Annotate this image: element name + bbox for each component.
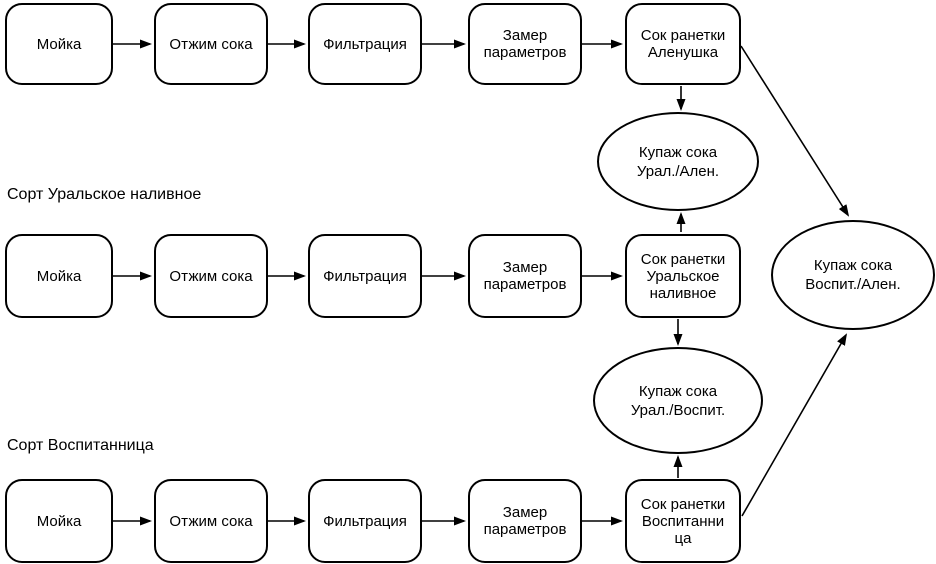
step-box-pressing-row2: Отжим сока [154,234,268,318]
arrow-vospit-to-blend-vospit-alen [741,333,847,517]
step-label: Фильтрация [323,267,407,285]
step-label: Замер параметров [483,259,567,293]
blend-label: Купаж сока Урал./Воспит. [630,382,726,419]
variety-label-vospitannitsa: Сорт Воспитанница [7,437,154,454]
step-box-measurement-row3: Замер параметров [468,479,582,563]
step-label: Сок ранетки Уральское наливное [640,250,726,302]
step-label: Отжим сока [169,35,253,53]
step-label: Фильтрация [323,35,407,53]
step-label: Отжим сока [169,512,253,530]
step-label: Сок ранетки Воспитанни ца [640,495,726,547]
step-label: Сок ранетки Аленушка [640,27,726,61]
step-label: Замер параметров [483,504,567,538]
blend-ellipse-ural-vospit: Купаж сока Урал./Воспит. [593,347,763,454]
blend-label: Купаж сока Урал./Ален. [636,143,720,180]
step-label: Замер параметров [483,27,567,61]
step-label: Отжим сока [169,267,253,285]
variety-label-uralskoe: Сорт Уральское наливное [7,186,202,203]
step-box-measurement-row2: Замер параметров [468,234,582,318]
step-box-washing-row1: Мойка [5,3,113,85]
step-box-pressing-row1: Отжим сока [154,3,268,85]
step-box-washing-row3: Мойка [5,479,113,563]
juice-box-vospitannitsa: Сок ранетки Воспитанни ца [625,479,741,563]
step-box-filtration-row1: Фильтрация [308,3,422,85]
step-box-filtration-row3: Фильтрация [308,479,422,563]
step-label: Мойка [36,267,82,285]
juice-box-alenushka: Сок ранетки Аленушка [625,3,741,85]
blend-ellipse-ural-alen: Купаж сока Урал./Ален. [597,112,759,211]
step-box-pressing-row3: Отжим сока [154,479,268,563]
step-box-measurement-row1: Замер параметров [468,3,582,85]
arrow-alenushka-to-blend-vospit-alen [740,45,850,217]
blend-label: Купаж сока Воспит./Ален. [805,257,901,293]
step-box-filtration-row2: Фильтрация [308,234,422,318]
step-label: Фильтрация [323,512,407,530]
juice-box-uralskoe-nalivnoe: Сок ранетки Уральское наливное [625,234,741,318]
step-label: Мойка [36,512,82,530]
step-box-washing-row2: Мойка [5,234,113,318]
step-label: Мойка [36,35,82,53]
blend-ellipse-vospit-alen: Купаж сока Воспит./Ален. [771,220,935,330]
